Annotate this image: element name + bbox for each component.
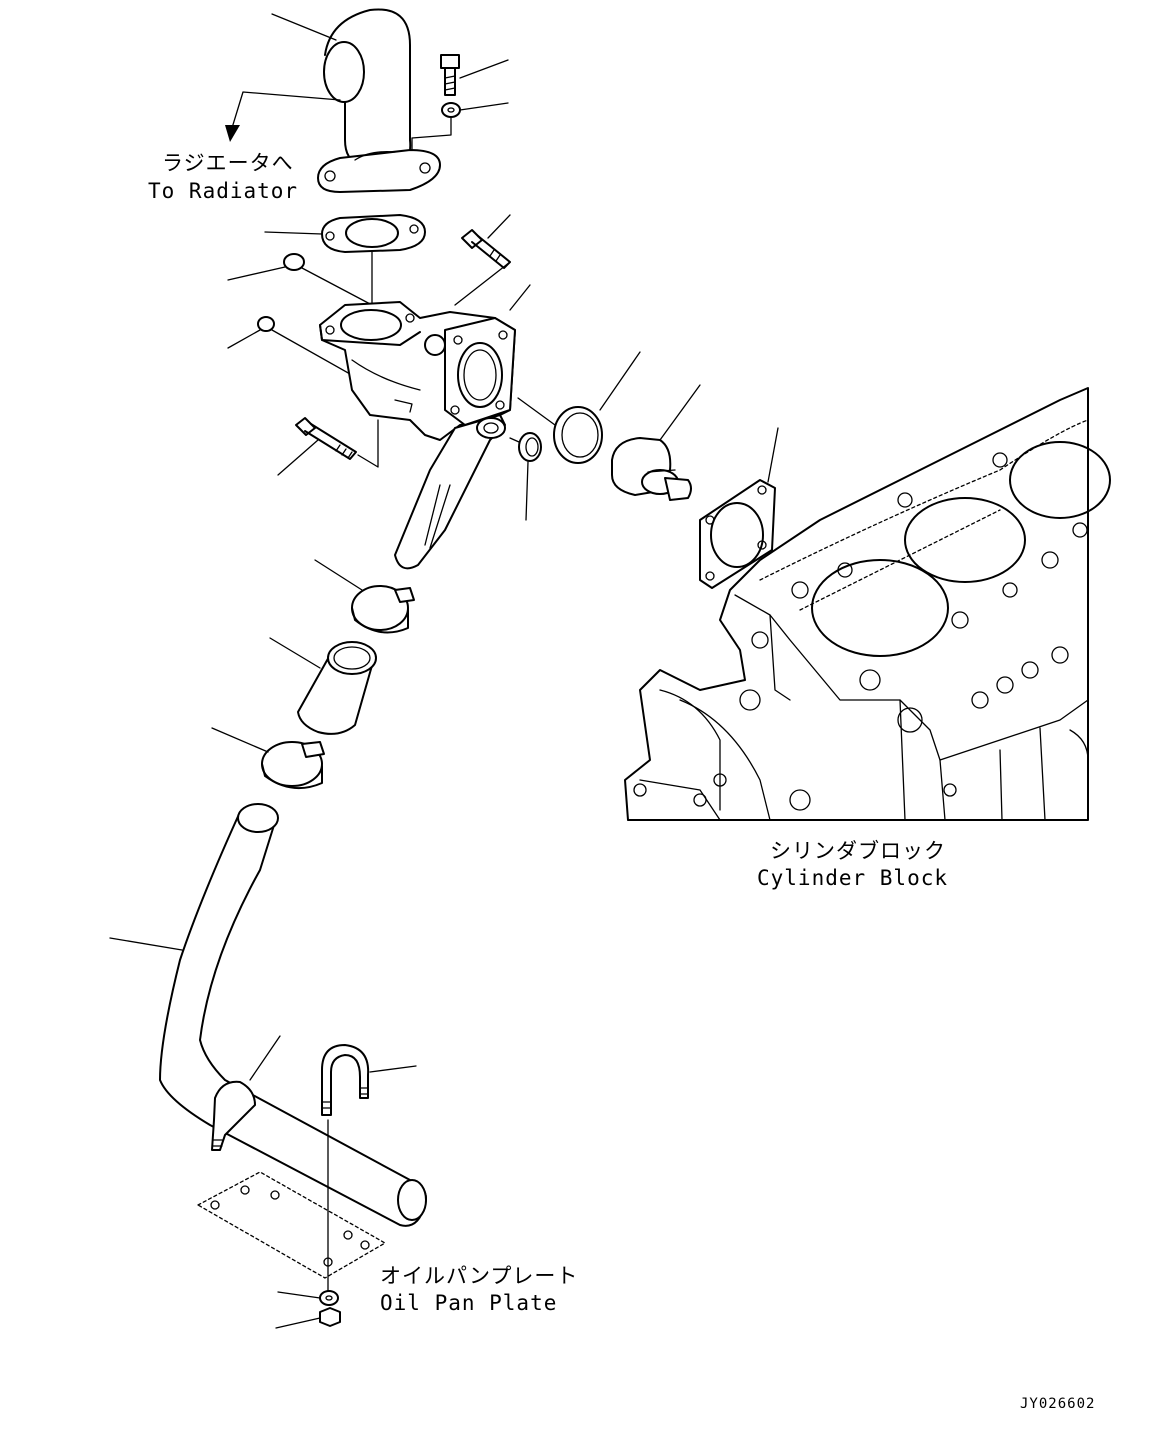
drawing-code: JY026602: [1020, 1396, 1095, 1412]
elbow-gasket: [321, 214, 426, 253]
housing-long-bolt: [295, 417, 357, 460]
coolant-hose: [297, 641, 377, 735]
radiator-label-jp: ラジエータへ: [162, 151, 294, 175]
thermostat-seal-ring: [553, 406, 603, 464]
thermostat: [611, 437, 692, 501]
radiator-direction-leader: [231, 91, 341, 129]
oil-pan-plate-label-en: Oil Pan Plate: [380, 1291, 557, 1315]
bottom-washer: [319, 1290, 339, 1306]
bypass-pipe: [394, 414, 506, 570]
hose-clamp-upper: [351, 585, 415, 634]
hose-clamp-lower: [261, 741, 325, 790]
radiator-elbow-pipe: [317, 8, 441, 193]
long-coolant-pipe: [159, 803, 427, 1227]
cylinder-block: [624, 387, 1111, 821]
elbow-washer: [441, 102, 461, 118]
oil-pan-plate-label-jp: オイルパンプレート: [380, 1264, 578, 1288]
radiator-label-en: To Radiator: [148, 179, 298, 203]
plug-2: [257, 316, 275, 332]
pipe-bracket: [211, 1080, 256, 1151]
small-seal: [518, 432, 542, 462]
radiator-arrow-icon: [225, 125, 240, 142]
bottom-nut: [319, 1307, 341, 1327]
cylinder-block-label-jp: シリンダブロック: [770, 839, 946, 863]
elbow-bolt: [440, 54, 460, 96]
flange-bolt-upper: [461, 229, 511, 269]
plug-1: [283, 253, 305, 271]
u-bolt: [321, 1044, 370, 1116]
thermostat-housing: [319, 301, 516, 441]
cylinder-block-label-en: Cylinder Block: [757, 866, 948, 890]
thermostat-gasket: [699, 479, 776, 589]
